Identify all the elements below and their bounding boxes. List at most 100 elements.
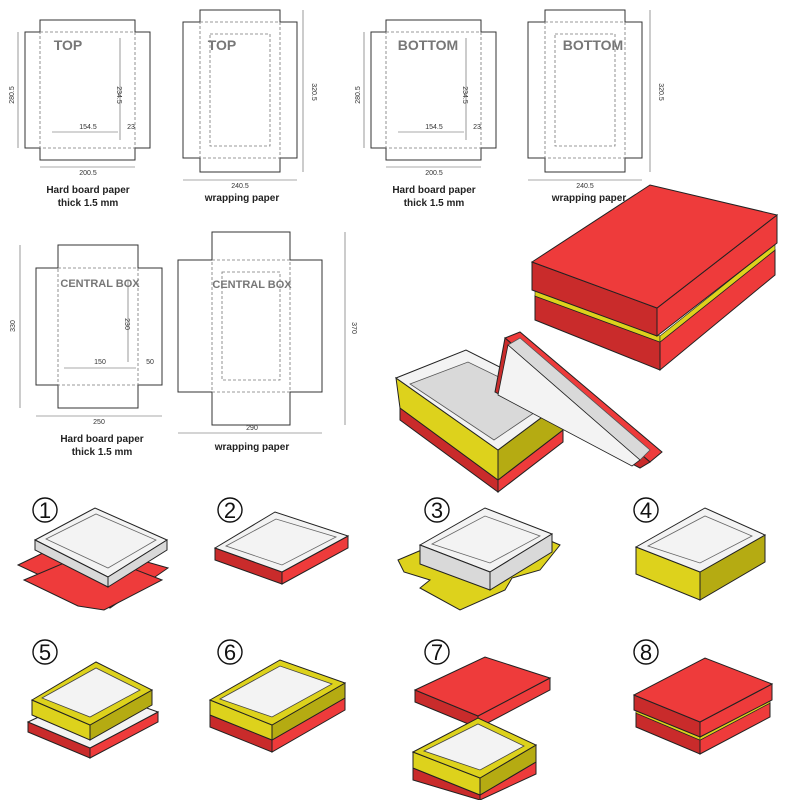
- bottom-wrap-panel-label: BOTTOM: [563, 37, 623, 53]
- template-top-wrap: 320.5 240.5 TOP wrapping paper: [182, 9, 317, 204]
- top-wrap-caption-1: wrapping paper: [204, 193, 280, 204]
- shape: [41, 667, 141, 718]
- bottom-wrap-height-label: 320.5: [657, 83, 664, 101]
- step-6-illustration: [208, 659, 347, 753]
- shape: [424, 639, 450, 665]
- top-board-inner-height-label: 234.5: [115, 86, 122, 104]
- bottom-board-height-label: 280.5: [355, 86, 362, 104]
- central-board-inner-height-label: 230: [123, 318, 130, 330]
- shape: [424, 497, 450, 523]
- step-4-number: 4: [633, 497, 659, 523]
- central-board-outline: [35, 244, 163, 409]
- step-3-number: 3: [424, 497, 450, 523]
- step-8-illustration: [632, 657, 774, 755]
- bottom-wrap-caption-1: wrapping paper: [551, 193, 627, 204]
- central-board-height-label: 330: [10, 320, 17, 332]
- central-board-caption-2: thick 1.5 mm: [72, 447, 133, 458]
- step-7-number: 7: [424, 639, 450, 665]
- shape: [107, 539, 168, 588]
- shape: [225, 518, 338, 566]
- bottom-board-caption-1: Hard board paper: [392, 185, 475, 196]
- shape: [497, 344, 641, 467]
- central-wrap-height-label: 370: [350, 322, 357, 334]
- svg-text:3: 3: [431, 498, 443, 523]
- shape: [45, 513, 157, 569]
- svg-text:5: 5: [39, 640, 51, 665]
- top-wrap-panel-label: TOP: [208, 37, 237, 53]
- shape: [219, 665, 333, 718]
- assembled-box-illustration: [394, 184, 779, 494]
- shape: [489, 533, 553, 591]
- template-central-wrap: 370 290 CENTRAL BOX wrapping paper: [177, 231, 357, 453]
- hero-closed-box: [530, 184, 779, 372]
- top-board-width-label: 200.5: [79, 170, 97, 177]
- shape: [634, 507, 767, 573]
- step-numbers: 1 2 3 4 5 6 7 8: [32, 497, 659, 665]
- top-wrap-fold: [199, 21, 281, 159]
- bottom-board-flap-label: 23: [473, 124, 481, 131]
- svg-text:2: 2: [224, 498, 236, 523]
- shape: [32, 497, 58, 523]
- bottom-board-width-label: 200.5: [425, 170, 443, 177]
- template-top-board: 280.5 234.5 154.5 23 200.5 TOP Hard boar…: [9, 19, 151, 209]
- top-board-flap-label: 23: [127, 124, 135, 131]
- step-6-number: 6: [217, 639, 243, 665]
- step-7-illustration: [411, 656, 552, 800]
- svg-text:7: 7: [431, 640, 443, 665]
- top-board-fold: [39, 31, 136, 149]
- central-wrap-outline: [177, 231, 323, 426]
- central-wrap-fold-inner: [221, 271, 281, 381]
- central-board-width-label: 250: [93, 419, 105, 426]
- top-wrap-width-label: 240.5: [231, 183, 249, 190]
- template-bottom-board: 280.5 234.5 154.5 23 200.5 BOTTOM Hard b…: [355, 19, 497, 209]
- bottom-board-panel-label: BOTTOM: [398, 37, 458, 53]
- top-wrap-height-label: 320.5: [310, 83, 317, 101]
- step-3-illustration: [397, 507, 561, 611]
- bottom-wrap-width-label: 240.5: [576, 183, 594, 190]
- svg-text:1: 1: [39, 498, 51, 523]
- shape: [217, 639, 243, 665]
- shape: [213, 511, 350, 573]
- shape: [632, 657, 774, 723]
- bottom-board-fold: [385, 31, 482, 149]
- step-8-number: 8: [633, 639, 659, 665]
- step-5-illustration: [26, 661, 160, 759]
- step-2-number: 2: [217, 497, 243, 523]
- central-wrap-panel-label: CENTRAL BOX: [212, 279, 292, 291]
- step-4-illustration: [634, 507, 767, 601]
- template-central-board: 330 230 150 50 250 CENTRAL BOX Hard boar…: [10, 244, 163, 458]
- bottom-wrap-fold: [544, 21, 626, 159]
- bottom-board-caption-2: thick 1.5 mm: [404, 198, 465, 209]
- top-board-inner-width-label: 154.5: [79, 124, 97, 131]
- central-wrap-caption-1: wrapping paper: [214, 442, 290, 453]
- bottom-wrap-fold-inner: [554, 33, 616, 147]
- central-wrap-width-label: 290: [246, 425, 258, 432]
- step-1-illustration: [16, 507, 170, 611]
- shape: [633, 497, 659, 523]
- shape: [633, 639, 659, 665]
- shape: [422, 723, 525, 771]
- bottom-board-inner-height-label: 234.5: [461, 86, 468, 104]
- hero-tilted-lid: [494, 331, 663, 469]
- step-2-illustration: [213, 511, 350, 585]
- shape: [530, 184, 779, 309]
- top-board-caption-1: Hard board paper: [46, 185, 129, 196]
- bottom-board-inner-width-label: 154.5: [425, 124, 443, 131]
- svg-text:8: 8: [640, 640, 652, 665]
- shape: [646, 515, 753, 564]
- central-board-caption-1: Hard board paper: [60, 434, 143, 445]
- central-board-panel-label: CENTRAL BOX: [60, 278, 140, 290]
- step-1-number: 1: [32, 497, 58, 523]
- svg-text:4: 4: [640, 498, 652, 523]
- shape: [217, 497, 243, 523]
- svg-text:6: 6: [224, 640, 236, 665]
- step-5-number: 5: [32, 639, 58, 665]
- top-board-height-label: 280.5: [9, 86, 16, 104]
- hero-open-tray: [394, 349, 566, 494]
- template-bottom-wrap: 320.5 240.5 BOTTOM wrapping paper: [527, 9, 664, 204]
- central-board-fold: [57, 267, 139, 386]
- shape: [413, 656, 552, 717]
- top-wrap-fold-inner: [209, 33, 271, 147]
- central-board-inner-width-label: 150: [94, 359, 106, 366]
